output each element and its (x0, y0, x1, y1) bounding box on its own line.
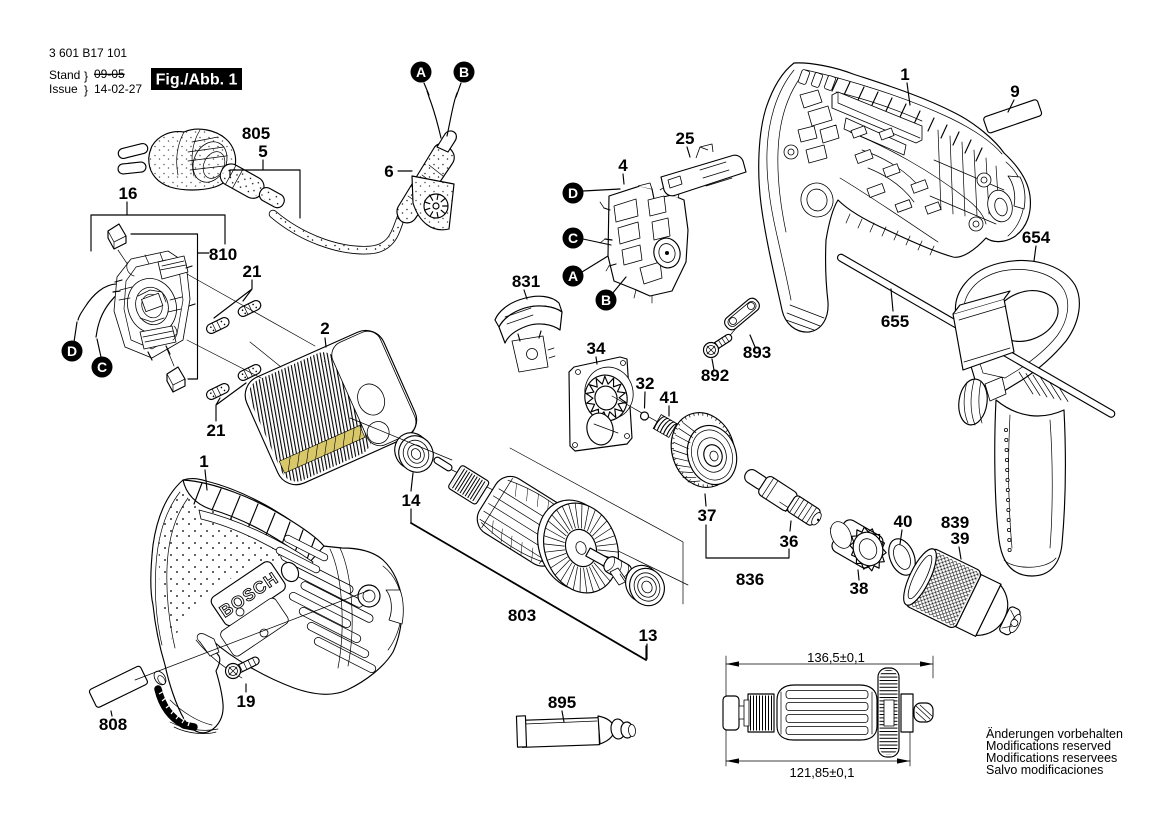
svg-text:654: 654 (1022, 228, 1051, 247)
svg-text:32: 32 (636, 374, 655, 393)
svg-text:39: 39 (951, 529, 970, 548)
svg-text:6: 6 (384, 162, 393, 181)
svg-text:37: 37 (698, 506, 717, 525)
svg-text:1: 1 (199, 452, 208, 471)
svg-text:836: 836 (736, 570, 764, 589)
svg-text:09-05: 09-05 (94, 67, 125, 81)
svg-text:893: 893 (743, 343, 771, 362)
svg-text:}: } (84, 83, 88, 97)
svg-text:1: 1 (900, 65, 909, 84)
svg-text:16: 16 (119, 184, 138, 203)
svg-text:41: 41 (660, 388, 679, 407)
svg-text:14-02-27: 14-02-27 (94, 82, 142, 96)
svg-text:Fig./Abb. 1: Fig./Abb. 1 (156, 72, 238, 89)
svg-text:25: 25 (676, 129, 695, 148)
svg-text:895: 895 (548, 693, 576, 712)
svg-text:831: 831 (512, 272, 540, 291)
svg-text:13: 13 (639, 626, 658, 645)
svg-text:21: 21 (207, 421, 226, 440)
svg-text:D: D (67, 343, 77, 359)
svg-text:36: 36 (780, 532, 799, 551)
svg-text:C: C (568, 230, 578, 246)
svg-text:38: 38 (850, 579, 869, 598)
svg-text:121,85±0,1: 121,85±0,1 (790, 765, 855, 780)
svg-text:14: 14 (402, 491, 421, 510)
svg-text:B: B (459, 64, 469, 80)
svg-text:C: C (97, 359, 107, 375)
svg-text:21: 21 (243, 262, 262, 281)
svg-text:892: 892 (701, 366, 729, 385)
svg-text:4: 4 (618, 156, 628, 175)
svg-text:Salvo modificaciones: Salvo modificaciones (986, 763, 1103, 777)
svg-text:808: 808 (99, 715, 127, 734)
svg-text:803: 803 (508, 606, 536, 625)
svg-text:Issue: Issue (49, 82, 78, 96)
svg-text:9: 9 (1010, 82, 1019, 101)
svg-text:A: A (568, 268, 578, 284)
svg-text:19: 19 (237, 692, 256, 711)
svg-text:2: 2 (320, 319, 329, 338)
svg-text:3 601 B17 101: 3 601 B17 101 (49, 46, 127, 60)
svg-text:D: D (568, 185, 578, 201)
svg-text:B: B (601, 292, 611, 308)
svg-text:655: 655 (881, 312, 909, 331)
svg-text:Stand: Stand (49, 68, 80, 82)
svg-text:40: 40 (894, 512, 913, 531)
svg-text:}: } (84, 69, 88, 83)
svg-text:34: 34 (587, 339, 606, 358)
svg-text:810: 810 (209, 245, 237, 264)
svg-text:5: 5 (258, 142, 267, 161)
svg-text:805: 805 (242, 124, 270, 143)
svg-text:136,5±0,1: 136,5±0,1 (807, 650, 865, 665)
svg-text:A: A (416, 64, 426, 80)
